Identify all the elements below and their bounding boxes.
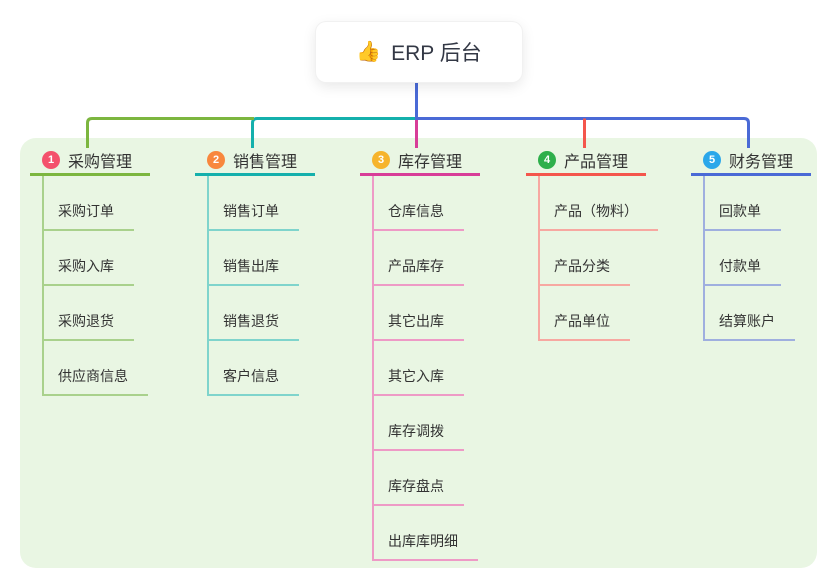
branch-label: 销售管理: [233, 153, 298, 171]
root-node[interactable]: 👍 ERP 后台: [316, 22, 522, 82]
child-node[interactable]: 采购入库: [42, 231, 150, 286]
child-node[interactable]: 其它入库: [372, 341, 480, 396]
child-node-label: 库存盘点: [372, 476, 464, 506]
child-node[interactable]: 采购退货: [42, 286, 150, 341]
child-node-label: 采购退货: [42, 311, 134, 341]
child-node[interactable]: 库存调拨: [372, 396, 480, 451]
child-node-label: 销售出库: [207, 256, 299, 286]
child-node-label: 库存调拨: [372, 421, 464, 451]
child-node[interactable]: 产品单位: [538, 286, 646, 341]
branch-children: 采购订单采购入库采购退货供应商信息: [30, 176, 150, 396]
child-node[interactable]: 结算账户: [703, 286, 811, 341]
branch-children: 仓库信息产品库存其它出库其它入库库存调拨库存盘点出库库明细: [360, 176, 480, 561]
branch-column-sales: 2 销售管理 销售订单销售出库销售退货客户信息: [195, 146, 315, 396]
root-node-label: ERP 后台: [391, 42, 482, 65]
child-node-label: 产品分类: [538, 256, 630, 286]
child-node-label: 仓库信息: [372, 201, 464, 231]
branch-column-finance: 5 财务管理 回款单付款单结算账户: [691, 146, 811, 341]
child-node-label: 采购订单: [42, 201, 134, 231]
child-node-label: 销售退货: [207, 311, 299, 341]
child-node-label: 产品库存: [372, 256, 464, 286]
child-node-label: 出库库明细: [372, 531, 478, 561]
child-node-label: 付款单: [703, 256, 781, 286]
branch-node-finance[interactable]: 5 财务管理: [691, 146, 811, 176]
child-node[interactable]: 销售订单: [207, 176, 315, 231]
child-node[interactable]: 客户信息: [207, 341, 315, 396]
branch-column-inventory: 3 库存管理 仓库信息产品库存其它出库其它入库库存调拨库存盘点出库库明细: [360, 146, 480, 561]
child-node[interactable]: 库存盘点: [372, 451, 480, 506]
branch-number-badge: 5: [703, 150, 721, 169]
branch-label: 采购管理: [68, 153, 133, 171]
branch-number-badge: 4: [538, 150, 556, 169]
child-node-label: 销售订单: [207, 201, 299, 231]
child-node-label: 供应商信息: [42, 366, 148, 396]
branch-children: 产品（物料） 产品分类产品单位: [526, 176, 658, 341]
child-node-label: 其它出库: [372, 311, 464, 341]
child-node[interactable]: 销售出库: [207, 231, 315, 286]
thumbs-up-icon: 👍: [356, 41, 382, 63]
branch-label: 库存管理: [398, 153, 463, 171]
branch-label: 产品管理: [564, 153, 629, 171]
branch-number-badge: 2: [207, 150, 225, 169]
branch-node-inventory[interactable]: 3 库存管理: [360, 146, 480, 176]
child-node[interactable]: 采购订单: [42, 176, 150, 231]
branch-number-badge: 3: [372, 150, 390, 169]
branch-column-procurement: 1 采购管理 采购订单采购入库采购退货供应商信息: [30, 146, 150, 396]
child-node[interactable]: 供应商信息: [42, 341, 150, 396]
child-node-label: 采购入库: [42, 256, 134, 286]
child-node[interactable]: 产品分类: [538, 231, 646, 286]
branch-node-sales[interactable]: 2 销售管理: [195, 146, 315, 176]
child-node[interactable]: 产品（物料）: [538, 176, 658, 231]
branch-node-product[interactable]: 4 产品管理: [526, 146, 646, 176]
branch-children: 销售订单销售出库销售退货客户信息: [195, 176, 315, 396]
child-node-label: 其它入库: [372, 366, 464, 396]
child-node[interactable]: 其它出库: [372, 286, 480, 341]
child-node[interactable]: 仓库信息: [372, 176, 480, 231]
child-node[interactable]: 付款单: [703, 231, 811, 286]
branch-number-badge: 1: [42, 150, 60, 169]
branch-label: 财务管理: [729, 153, 794, 171]
child-node-label: 客户信息: [207, 366, 299, 396]
child-node-label: 产品单位: [538, 311, 630, 341]
child-node-label: 回款单: [703, 201, 781, 231]
child-node-label: 结算账户: [703, 311, 795, 341]
mindmap-panel: [20, 138, 817, 568]
child-node[interactable]: 出库库明细: [372, 506, 480, 561]
child-node[interactable]: 销售退货: [207, 286, 315, 341]
branch-column-product: 4 产品管理 产品（物料） 产品分类产品单位: [526, 146, 658, 341]
child-node[interactable]: 产品库存: [372, 231, 480, 286]
branch-children: 回款单付款单结算账户: [691, 176, 811, 341]
child-node-label: 产品（物料）: [538, 201, 658, 231]
branch-node-procurement[interactable]: 1 采购管理: [30, 146, 150, 176]
child-node[interactable]: 回款单: [703, 176, 811, 231]
